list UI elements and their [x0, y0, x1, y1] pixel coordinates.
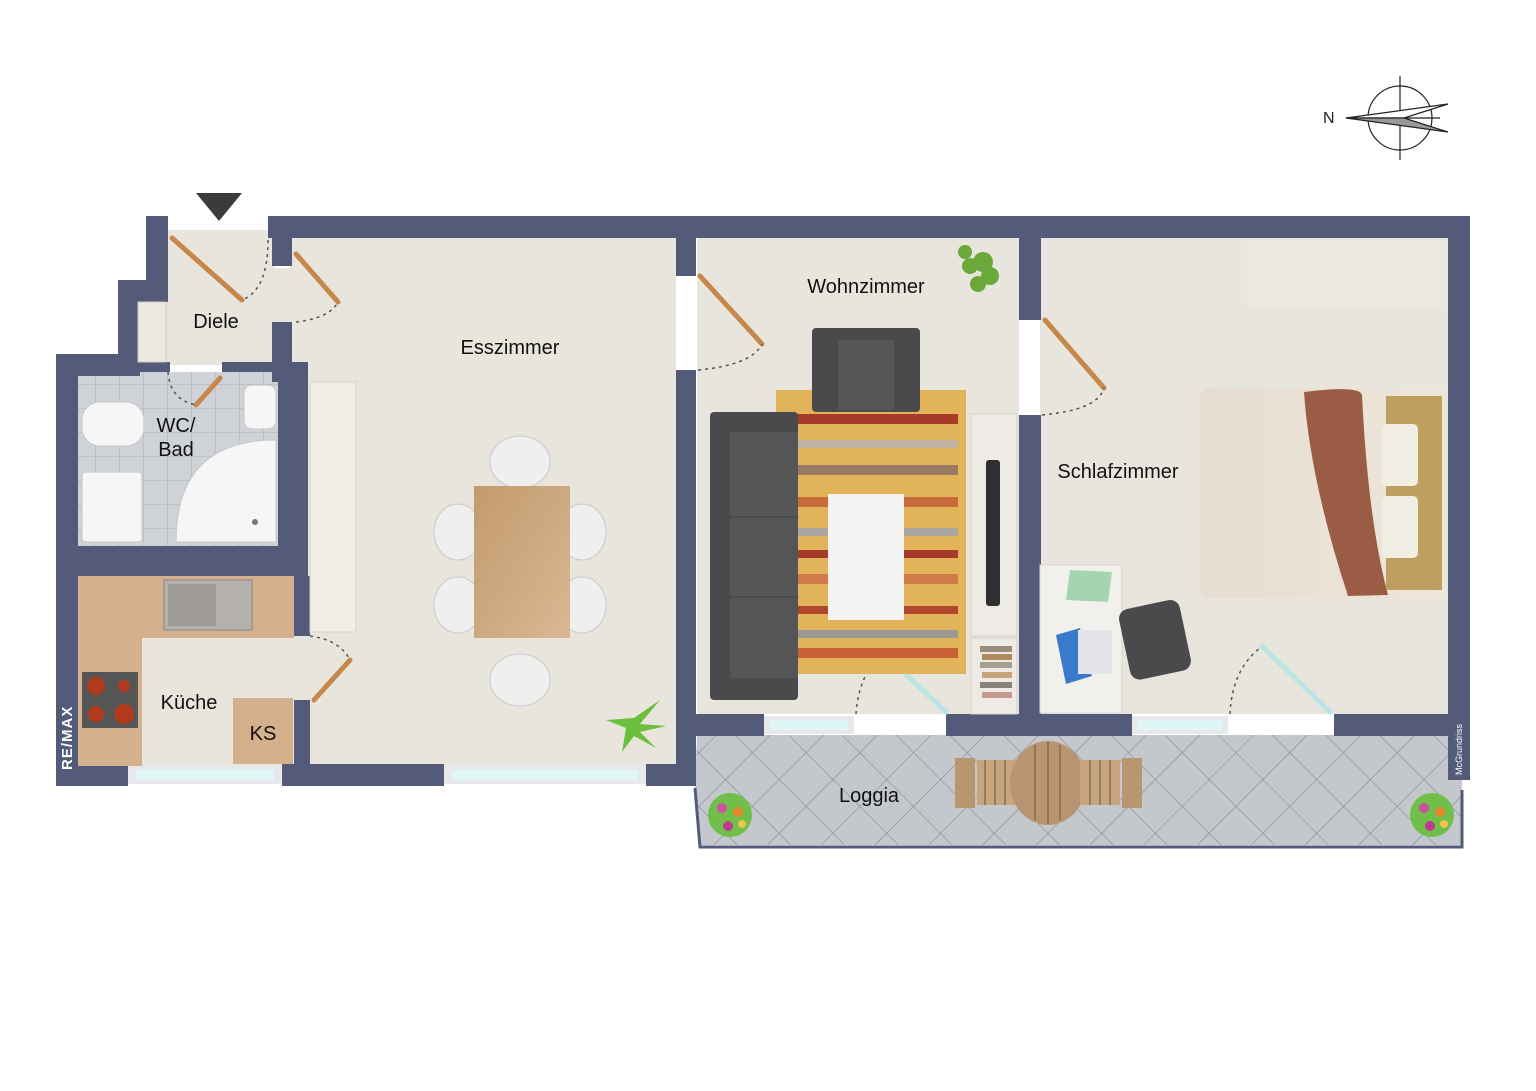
- room-label-wohnzimmer: Wohnzimmer: [807, 276, 925, 298]
- room-label-bad: Bad: [158, 439, 194, 461]
- room-label-wc-bad: WC/ Bad: [157, 414, 196, 462]
- compass-icon: [1345, 76, 1449, 160]
- room-label-ks: KS: [249, 723, 277, 745]
- room-label-esszimmer: Esszimmer: [460, 337, 560, 359]
- room-label-loggia: Loggia: [838, 785, 900, 807]
- room-label-schlafzimmer: Schlafzimmer: [1057, 461, 1179, 483]
- entrance-arrow: [196, 193, 242, 221]
- room-label-kueche: Küche: [160, 692, 218, 714]
- loggia: [693, 735, 1464, 849]
- plant-wohn: [958, 245, 999, 292]
- windows: [128, 716, 1228, 784]
- loggia-table-set: [955, 741, 1142, 825]
- compass-north-label: N: [1323, 110, 1335, 127]
- doors: [169, 235, 1107, 703]
- tv: [986, 460, 1000, 606]
- living-furniture: [710, 245, 1018, 715]
- fridge: [233, 698, 293, 764]
- bathroom-fixtures: [81, 384, 277, 543]
- door-swings: [167, 239, 1261, 715]
- dining-furniture: [309, 381, 666, 752]
- remax-logo: RE/MAX: [59, 705, 76, 770]
- walls: [56, 216, 1470, 786]
- flower-pot-right: [1410, 793, 1454, 837]
- plant-ess: [606, 700, 666, 752]
- kitchen-fixtures: [78, 576, 294, 766]
- room-label-wc: WC/: [156, 415, 196, 437]
- room-label-diele: Diele: [193, 311, 239, 333]
- bedroom-furniture: [1039, 240, 1447, 714]
- flower-pot-left: [708, 793, 752, 837]
- mcgrundriss-credit: McGrundriss: [1454, 723, 1464, 775]
- book-stack: [980, 646, 1012, 698]
